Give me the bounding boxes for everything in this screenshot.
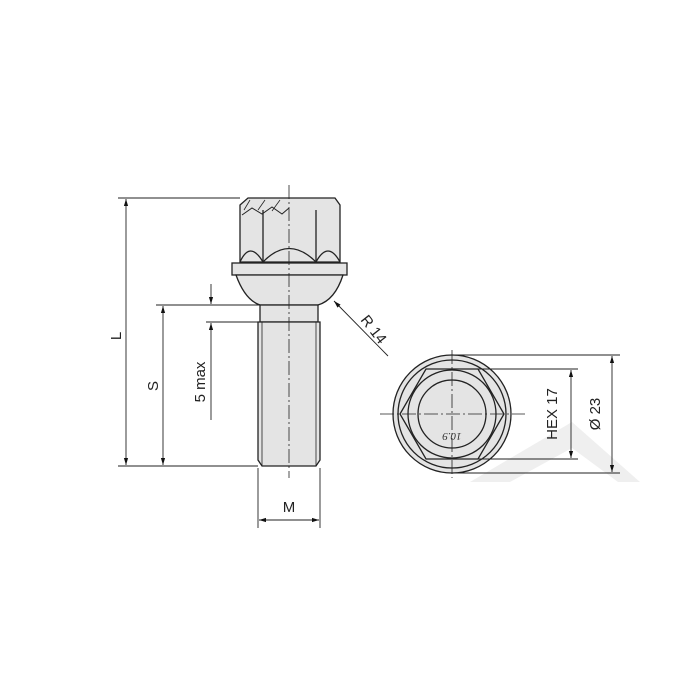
- label-l: L: [108, 332, 125, 340]
- label-5-max: 5 max: [192, 361, 209, 402]
- dimension-l: [118, 197, 258, 467]
- dimension-s: [156, 304, 260, 465]
- label-s: S: [145, 381, 162, 391]
- bolt-side-view: [231, 197, 348, 467]
- dimension-hex: [478, 368, 578, 460]
- label-hex-17: HEX 17: [544, 388, 561, 440]
- end-view-centerlines: [380, 350, 525, 478]
- radius-leader: [333, 300, 389, 357]
- label-m: M: [283, 499, 296, 516]
- dimension-diameter: [452, 354, 620, 474]
- grade-mark: 10.9: [442, 430, 462, 442]
- label-diameter-23: Ø 23: [587, 398, 604, 431]
- watermark-logo: [470, 422, 640, 482]
- dimension-m: [257, 468, 321, 528]
